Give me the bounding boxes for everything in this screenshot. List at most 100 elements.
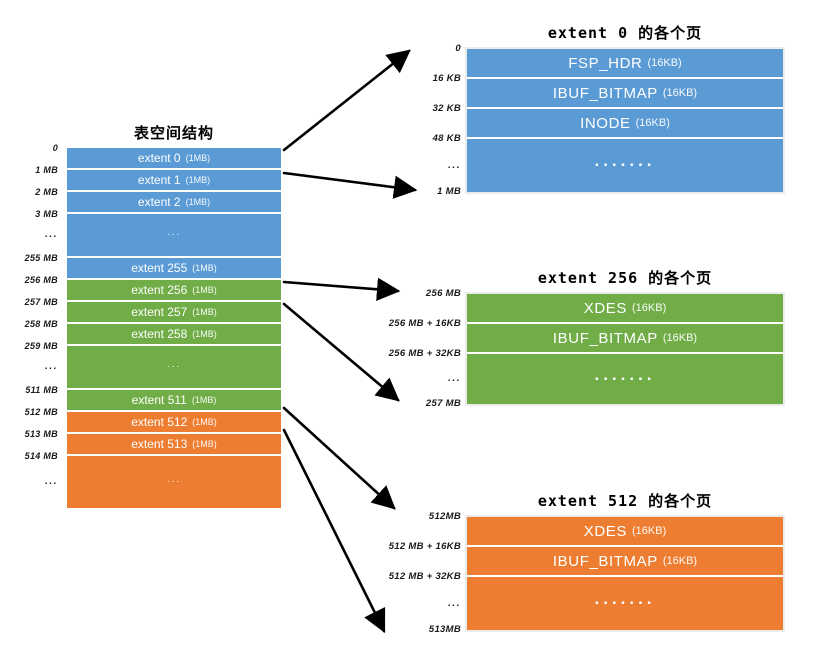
- extent-row: extent 258 (1MB): [67, 324, 281, 344]
- row-size-label: (16KB): [662, 86, 698, 99]
- row-size-label: (1MB): [192, 328, 217, 339]
- row-label: .......: [594, 364, 656, 384]
- extent256-pages-title: extent 256 的各个页: [537, 269, 713, 287]
- row-size-label: (1MB): [185, 152, 211, 163]
- extent-row: extent 256 (1MB): [67, 280, 281, 300]
- offset-tick: 48 KB: [432, 133, 461, 144]
- page-row: IBUF_BITMAP (16KB): [467, 79, 783, 107]
- row-size-label: (1MB): [185, 174, 211, 185]
- collapsed-rows: .......: [467, 354, 783, 404]
- row-size-label: (1MB): [185, 196, 211, 207]
- row-label: extent 0: [137, 151, 181, 165]
- offset-tick: 257 MB: [425, 398, 461, 409]
- arrow-extent512-bottom: [282, 428, 386, 634]
- extent-row: extent 1 (1MB): [67, 170, 281, 190]
- page-row: IBUF_BITMAP (16KB): [467, 324, 783, 352]
- collapsed-rows: ...: [67, 214, 281, 256]
- offset-tick-ellipsis: ...: [448, 373, 461, 384]
- offset-tick: 0: [455, 43, 461, 54]
- arrow-extent256-bottom: [282, 302, 400, 402]
- offset-tick: 512 MB: [24, 407, 58, 417]
- row-label: .......: [594, 589, 656, 608]
- row-label: XDES: [583, 522, 627, 540]
- offset-tick: 3 MB: [35, 209, 58, 219]
- row-size-label: (1MB): [192, 438, 217, 449]
- tablespace-title: 表空间结构: [133, 124, 214, 142]
- row-label: FSP_HDR: [568, 54, 643, 72]
- collapsed-rows: .......: [467, 139, 783, 192]
- collapsed-rows: ...: [67, 346, 281, 388]
- row-size-label: (1MB): [191, 394, 217, 405]
- row-label: extent 1: [137, 173, 181, 187]
- row-label: IBUF_BITMAP: [552, 329, 658, 347]
- offset-tick-ellipsis: ...: [448, 597, 461, 609]
- extent-row: extent 255 (1MB): [67, 258, 281, 278]
- offset-tick: 259 MB: [24, 341, 58, 351]
- offset-tick: 256 MB: [425, 288, 461, 299]
- offset-tick: 256 MB: [24, 275, 58, 285]
- row-label: extent 258: [131, 327, 188, 341]
- arrow-extent512-top: [282, 406, 396, 510]
- extent-row: extent 512 (1MB): [67, 412, 281, 432]
- offset-tick: 32 KB: [432, 103, 461, 114]
- row-label: extent 256: [131, 283, 188, 297]
- tablespace-stack: 表空间结构 extent 0 (1MB) 0 extent 1 (1MB) 1 MB ext…: [25, 124, 281, 508]
- offset-tick: 512MB: [428, 511, 461, 522]
- row-label: XDES: [583, 299, 627, 317]
- row-label: IBUF_BITMAP: [552, 552, 658, 570]
- arrow-extent0-bottom: [282, 171, 418, 199]
- offset-tick: 2 MB: [35, 187, 58, 197]
- row-size-label: (1MB): [192, 262, 217, 273]
- extent-row: extent 257 (1MB): [67, 302, 281, 322]
- page-row: IBUF_BITMAP (16KB): [467, 547, 783, 575]
- collapsed-rows: ...: [67, 456, 281, 508]
- row-size-label: (16KB): [632, 524, 667, 537]
- row-label: ...: [166, 359, 182, 370]
- page-row: FSP_HDR(16KB): [467, 49, 783, 77]
- offset-tick: 0: [52, 143, 58, 153]
- arrow-extent256-top: [282, 277, 401, 302]
- offset-tick: 16 KB: [432, 73, 461, 84]
- offset-tick-ellipsis: ...: [45, 361, 58, 372]
- extent256-pages-box: extent 256 的各个页 XDES (16KB) 256 MB IBUF_BIT…: [389, 269, 783, 409]
- extent-row: extent 2 (1MB): [67, 192, 281, 212]
- row-label: extent 255: [131, 261, 188, 275]
- row-label: extent 2: [137, 195, 181, 209]
- page-row: XDES (16KB): [467, 294, 783, 322]
- row-size-label: (16KB): [632, 301, 667, 314]
- offset-tick: 512 MB + 16KB: [388, 541, 461, 552]
- extent-row: extent 511 (1MB): [67, 390, 281, 410]
- row-label: .......: [594, 151, 656, 170]
- row-size-label: (16KB): [635, 116, 670, 129]
- row-size-label: (1MB): [192, 416, 217, 427]
- offset-tick: 512 MB + 32KB: [388, 571, 461, 582]
- row-label: extent 257: [131, 305, 188, 319]
- offset-tick: 513MB: [428, 624, 461, 635]
- offset-tick: 256 MB + 32KB: [388, 348, 461, 359]
- offset-tick: 1 MB: [35, 165, 58, 175]
- row-size-label: (1MB): [192, 284, 217, 295]
- row-label: extent 511: [131, 393, 187, 407]
- collapsed-rows: .......: [467, 577, 783, 630]
- offset-tick-ellipsis: ...: [45, 229, 58, 240]
- row-label: INODE: [580, 114, 631, 132]
- offset-tick-ellipsis: ...: [448, 159, 461, 171]
- row-label: ...: [166, 474, 182, 485]
- row-size-label: (1MB): [192, 306, 217, 317]
- row-label: extent 513: [131, 437, 188, 451]
- row-size-label: (16KB): [662, 331, 698, 344]
- offset-tick: 511 MB: [25, 385, 58, 395]
- offset-tick: 514 MB: [24, 451, 58, 461]
- row-label: extent 512: [131, 415, 188, 429]
- offset-tick: 255 MB: [24, 253, 58, 263]
- offset-tick: 258 MB: [24, 319, 58, 329]
- row-label: IBUF_BITMAP: [552, 84, 658, 102]
- offset-tick-ellipsis: ...: [45, 476, 58, 487]
- row-size-label: (16KB): [662, 554, 698, 567]
- offset-tick: 513 MB: [24, 429, 58, 439]
- extent-row: extent 0 (1MB): [67, 148, 281, 168]
- page-row: XDES (16KB): [467, 517, 783, 545]
